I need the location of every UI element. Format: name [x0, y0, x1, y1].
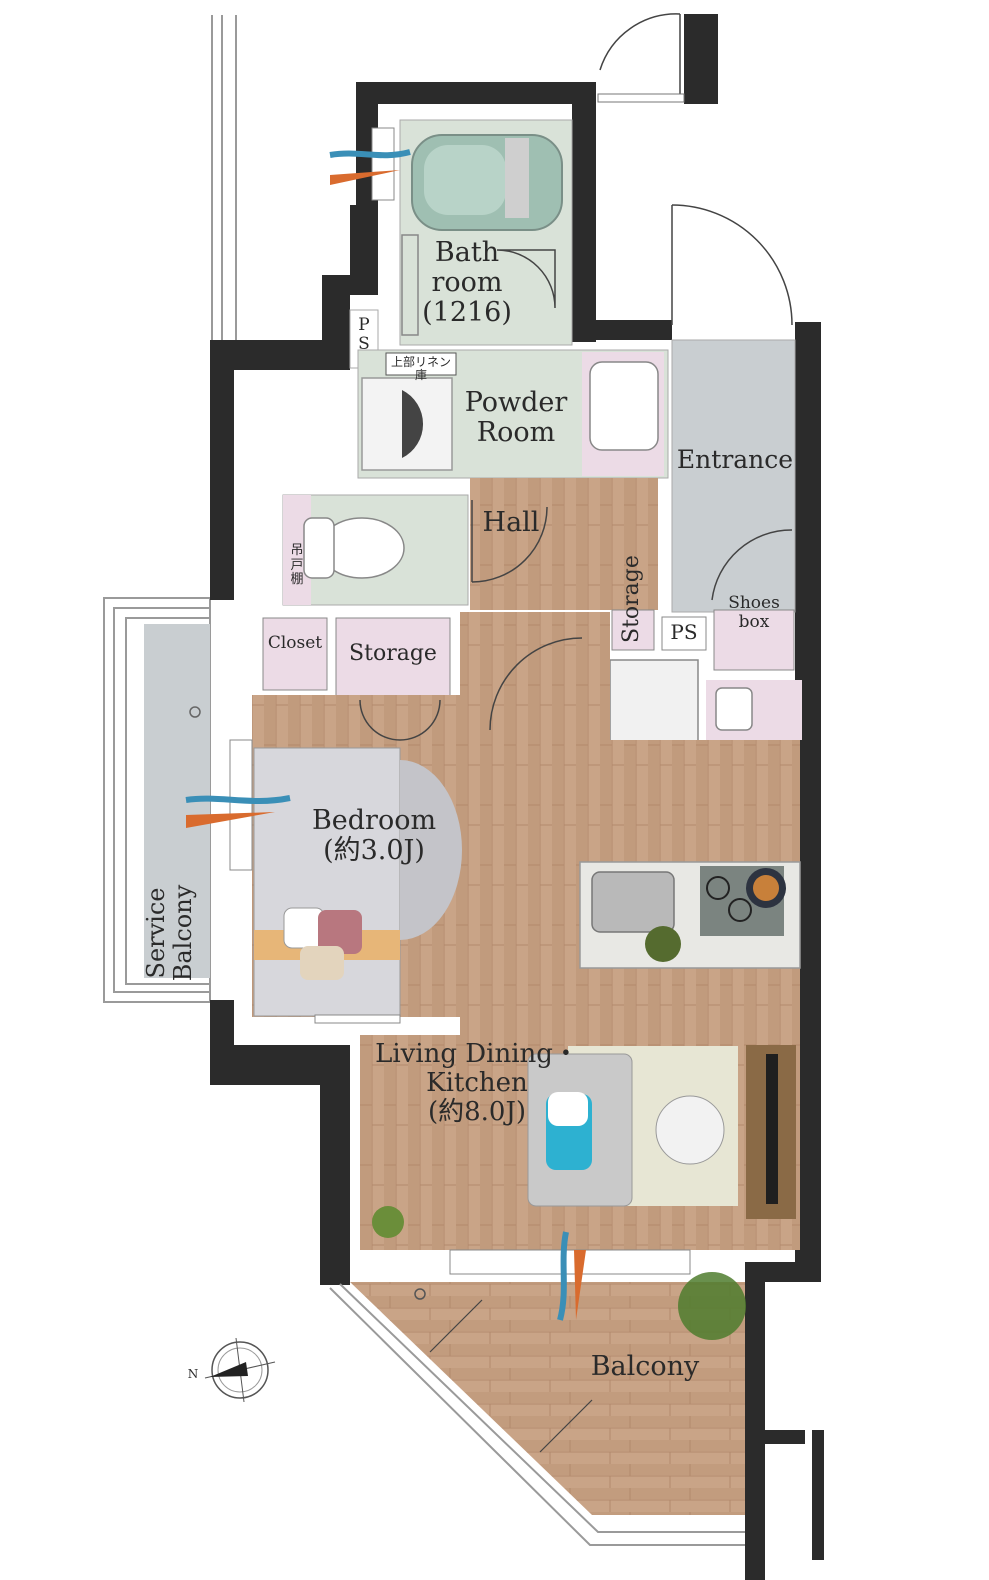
balcony-floor	[329, 1249, 746, 1546]
label-hall: Hall	[482, 507, 540, 538]
bathroom	[399, 119, 573, 346]
label-ps-1: P S	[358, 315, 370, 355]
kitchen-counter	[579, 861, 801, 969]
label-storage-1: Storage	[349, 641, 437, 666]
windows	[229, 127, 401, 1024]
label-closet: Closet	[267, 633, 323, 653]
entrance-floor	[597, 13, 796, 613]
airflow-arrows	[185, 149, 586, 1321]
label-service-balcony: Service Balcony	[142, 884, 197, 982]
label-north: N	[187, 1367, 199, 1381]
label-storage-2: Storage	[619, 555, 644, 643]
label-entrance: Entrance	[676, 445, 794, 474]
exterior-lines	[211, 15, 237, 340]
hall-floor	[470, 478, 658, 610]
label-toilet-shelf: 吊 戸 棚	[290, 543, 304, 588]
ldk-furniture	[372, 1045, 796, 1238]
label-shoes-box: Shoes box	[728, 593, 780, 633]
label-balcony: Balcony	[590, 1351, 700, 1382]
label-bedroom: Bedroom (約3.0J)	[311, 805, 437, 867]
toilet-room	[282, 494, 469, 606]
bedroom-floor	[252, 695, 472, 1017]
label-ldk: Living Dining・ Kitchen (約8.0J)	[375, 1039, 579, 1128]
label-bathroom: Bath room (1216)	[422, 237, 512, 329]
closet-storage	[262, 617, 451, 697]
label-powder-room: Powder Room	[464, 387, 568, 449]
label-linen: 上部リネン庫	[390, 355, 451, 383]
compass-icon	[204, 1337, 276, 1403]
powder-room	[357, 349, 669, 479]
storage-area	[609, 609, 802, 745]
label-ps-2: PS	[670, 620, 698, 644]
